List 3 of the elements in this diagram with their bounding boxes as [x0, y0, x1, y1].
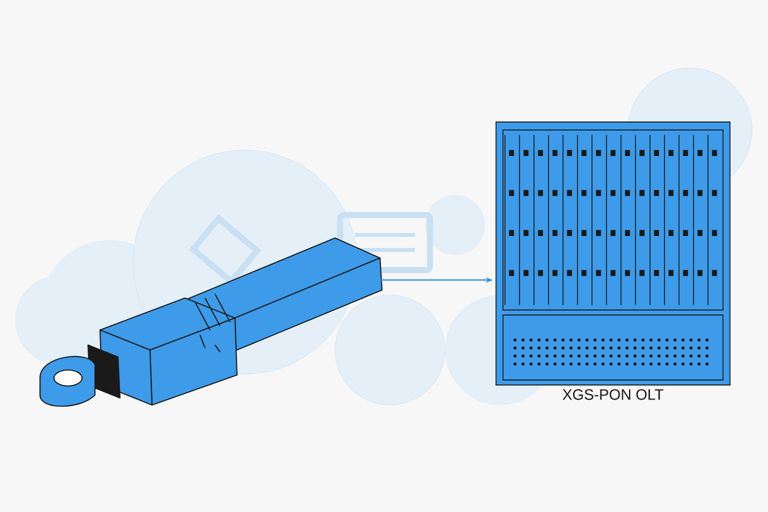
olt-chassis-drawing: [496, 122, 730, 386]
caption-text: XGS-PON OLT: [562, 389, 664, 400]
transceiver-drawing: [39, 237, 383, 407]
